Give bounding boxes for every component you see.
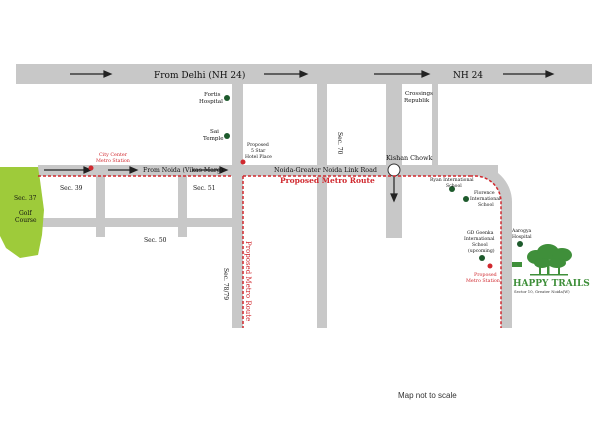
label-golf-course-2: Course xyxy=(15,217,37,224)
label-hotel-2: 5 Star xyxy=(251,148,266,154)
arrow-nh24-right-head xyxy=(421,70,431,78)
label-ryan-1: Ryan International xyxy=(430,177,474,183)
arrow-nh24-mid-head xyxy=(299,70,309,78)
road-v-sec51 xyxy=(178,165,187,237)
florence-school-marker xyxy=(463,196,469,202)
label-aarogya-1: Aarogya xyxy=(511,228,532,234)
golf-course-area xyxy=(0,167,44,258)
label-hotel-3: Hotel Place xyxy=(245,154,272,160)
label-gd-2: International xyxy=(464,236,495,242)
label-sec-39: Sec. 39 xyxy=(60,185,83,192)
label-aarogya-2: Hospital xyxy=(512,234,532,240)
brand-tagline: Sector 10, Greater Noida(W) xyxy=(514,289,570,294)
label-golf-course-1: Golf xyxy=(19,210,32,217)
ryan-school-marker xyxy=(449,186,455,192)
arrow-nh24-far-head xyxy=(545,70,555,78)
label-florence-3: School xyxy=(478,202,494,208)
happy-trails-logo: HAPPY TRAILS Sector 10, Greater Noida(W) xyxy=(513,244,590,294)
label-sec-70: Sec. 70 xyxy=(336,132,343,155)
arrow-kishan-down-head xyxy=(390,193,398,203)
metro-route-curve xyxy=(470,175,502,328)
label-metro-proposed-2: Metro Station xyxy=(466,278,500,284)
direction-arrows xyxy=(44,70,555,203)
metro-route xyxy=(38,175,502,328)
label-proposed-metro-route: Proposed Metro Route xyxy=(280,176,375,185)
label-gd-1: GD Goenka xyxy=(467,230,494,236)
road-vikas-marg xyxy=(38,165,498,176)
label-nh24: NH 24 xyxy=(453,71,483,81)
metro-station-city-center xyxy=(88,165,94,171)
label-from-delhi: From Delhi (NH 24) xyxy=(154,70,245,81)
gd-goenka-school-marker xyxy=(479,255,485,261)
label-link-road: Noida-Greater Noida Link Road xyxy=(274,166,377,174)
label-gd-4: (upcoming) xyxy=(468,247,495,254)
metro-station-proposed xyxy=(487,263,493,269)
landmark-markers xyxy=(224,95,523,261)
road-v-sec7879 xyxy=(232,176,243,328)
metro-station-proposed-hotel xyxy=(240,159,246,165)
label-sec-37: Sec. 37 xyxy=(14,195,37,202)
arrow-vikas-2-head xyxy=(129,166,139,174)
label-proposed-metro-route-vertical: Proposed Metro Route xyxy=(244,241,252,321)
label-florence-1: Florence xyxy=(474,190,495,196)
road-sec50 xyxy=(38,218,232,227)
fortis-hospital-marker xyxy=(224,95,230,101)
label-sai-1: Sai xyxy=(210,129,219,135)
road-v-kishan xyxy=(386,84,402,238)
road-network xyxy=(16,64,592,328)
label-crossings-2: Republik xyxy=(404,98,430,104)
label-crossings-1: Crossings xyxy=(405,91,433,97)
tree-icon xyxy=(527,244,572,276)
label-fortis-1: Fortis xyxy=(204,92,221,98)
arrow-nh24-left-head xyxy=(103,70,113,78)
label-sai-2: Temple xyxy=(203,136,224,142)
label-vikas-marg: From Noida (Vikas Marg) xyxy=(143,167,223,174)
label-sec-51: Sec. 51 xyxy=(193,185,215,192)
kishan-chowk-roundabout xyxy=(387,163,401,177)
road-v-fortis xyxy=(232,84,243,176)
label-florence-2: International xyxy=(470,196,501,202)
label-gd-3: School xyxy=(472,242,488,248)
label-fortis-2: Hospital xyxy=(199,99,223,105)
road-v-crossings xyxy=(432,84,438,165)
aarogya-hospital-marker xyxy=(517,241,523,247)
label-city-center-1: City Center xyxy=(99,152,128,158)
label-ryan-2: School xyxy=(446,183,462,189)
arrow-vikas-3-head xyxy=(219,166,229,174)
happy-trails-marker xyxy=(512,262,522,267)
road-v-sec70 xyxy=(317,84,327,328)
label-city-center-2: Metro Station xyxy=(96,158,130,164)
arrow-vikas-1-head xyxy=(83,166,93,174)
label-hotel-1: Proposed xyxy=(247,142,269,148)
label-sec-7879: Sec. 78/79 xyxy=(222,268,229,300)
brand-name: HAPPY TRAILS xyxy=(513,279,590,289)
road-v-sec39 xyxy=(96,165,105,237)
label-sec-50: Sec. 50 xyxy=(144,237,167,244)
label-metro-proposed-1: Proposed xyxy=(474,272,497,278)
label-kishan-chowk: Kishan Chowk xyxy=(386,154,432,162)
scale-note: Map not to scale xyxy=(398,391,457,400)
sai-temple-marker xyxy=(224,133,230,139)
